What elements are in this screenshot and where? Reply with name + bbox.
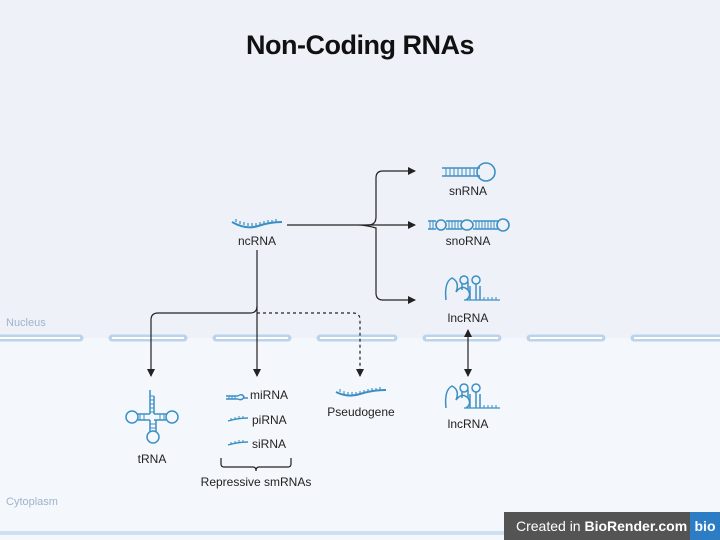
trna-cloverleaf-icon <box>125 390 179 444</box>
nucleus-region <box>0 0 720 338</box>
mirna-label: miRNA <box>250 388 288 402</box>
arrow-to-pseudogene <box>257 312 364 377</box>
biorender-logo-icon: bio <box>690 512 720 540</box>
page-title: Non-Coding RNAs <box>246 30 474 60</box>
pseudogene-strand-icon <box>335 387 387 397</box>
connector-arrows <box>147 167 472 472</box>
pseudogene-label: Pseudogene <box>327 405 395 419</box>
mirna-icon <box>226 394 248 401</box>
badge-brand: BioRender.com <box>584 518 688 534</box>
snorna-icon <box>428 218 510 232</box>
ncrna-strand-icon <box>231 219 283 229</box>
pirna-label: piRNA <box>252 413 287 427</box>
nucleus-label: Nucleus <box>6 317 46 329</box>
snrna-hairpin-icon <box>442 162 496 182</box>
lncrna-cytoplasm-label: lncRNA <box>447 417 489 431</box>
sirna-icon <box>227 440 249 446</box>
cytoplasm-label: Cytoplasm <box>6 496 58 508</box>
repressive-smrnas-label: Repressive smRNAs <box>200 475 312 489</box>
pirna-icon <box>227 416 249 422</box>
arrow-to-trna <box>147 305 258 377</box>
badge-prefix: Created in <box>516 518 585 534</box>
trna-label: tRNA <box>137 452 167 466</box>
bracket-right <box>375 167 416 179</box>
snrna-label: snRNA <box>448 184 488 198</box>
sirna-label: siRNA <box>252 437 287 451</box>
biorender-badge[interactable]: Created in BioRender.com bio <box>504 512 720 540</box>
lncrna-nucleus-icon <box>444 275 500 301</box>
lncrna-nucleus-label: lncRNA <box>447 311 489 325</box>
snorna-label: snoRNA <box>445 234 491 248</box>
ncrna-label: ncRNA <box>237 234 277 248</box>
lncrna-cytoplasm-icon <box>444 383 500 409</box>
bracket-repressive <box>220 458 292 472</box>
badge-text: Created in BioRender.com <box>504 518 687 534</box>
